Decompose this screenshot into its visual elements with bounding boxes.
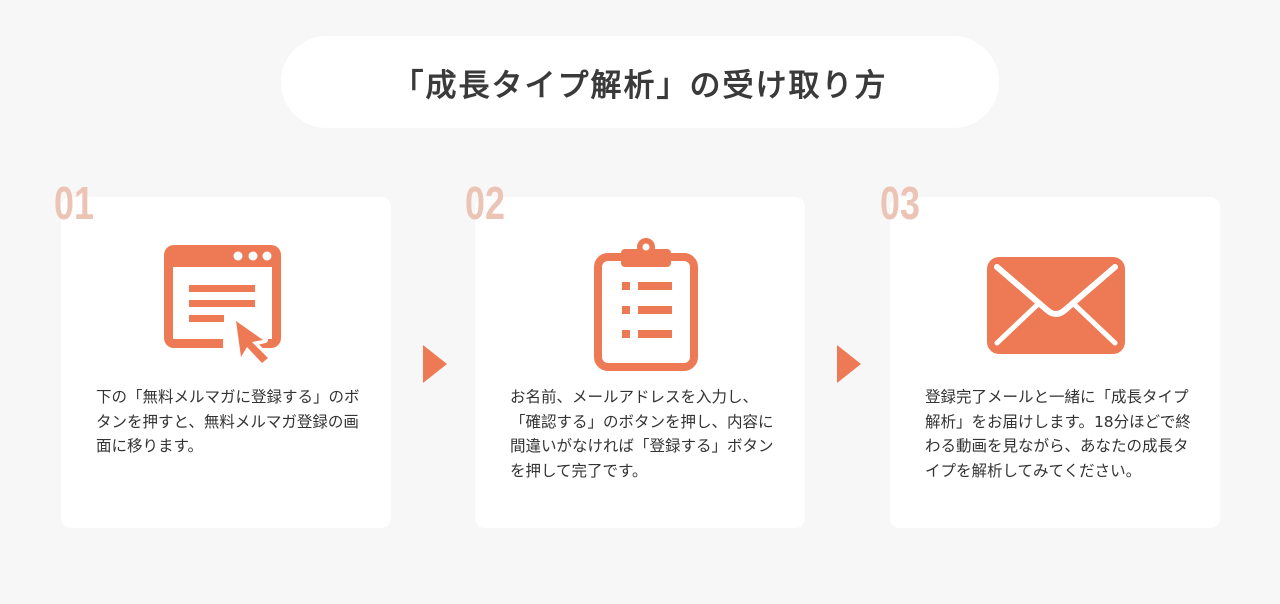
step-description-3: 登録完了メールと一緒に「成長タイプ解析」をお届けします。18分ほどで終わる動画を… [925, 388, 1191, 480]
step-card-2: お名前、メールアドレスを入力し、「確認する」のボタンを押し、内容に間違いがなけれ… [475, 197, 805, 528]
clipboard-list-icon [475, 237, 805, 371]
arrow-right-icon [837, 345, 861, 383]
step-number-1: 01 [54, 177, 94, 229]
title-banner: 「成長タイプ解析」の受け取り方 [281, 36, 999, 128]
browser-click-icon [61, 237, 391, 367]
step-number-3: 03 [880, 177, 920, 229]
step-description-2: お名前、メールアドレスを入力し、「確認する」のボタンを押し、内容に間違いがなけれ… [510, 388, 774, 480]
step-number-2: 02 [465, 177, 505, 229]
page-title: 「成長タイプ解析」の受け取り方 [392, 67, 888, 104]
arrow-right-icon [423, 345, 447, 383]
envelope-icon [890, 255, 1220, 385]
step-card-3: 登録完了メールと一緒に「成長タイプ解析」をお届けします。18分ほどで終わる動画を… [890, 197, 1220, 528]
step-description-1: 下の「無料メルマガに登録する」のボタンを押すと、無料メルマガ登録の画面に移ります… [96, 388, 360, 455]
step-card-1: 下の「無料メルマガに登録する」のボタンを押すと、無料メルマガ登録の画面に移ります… [61, 197, 391, 528]
